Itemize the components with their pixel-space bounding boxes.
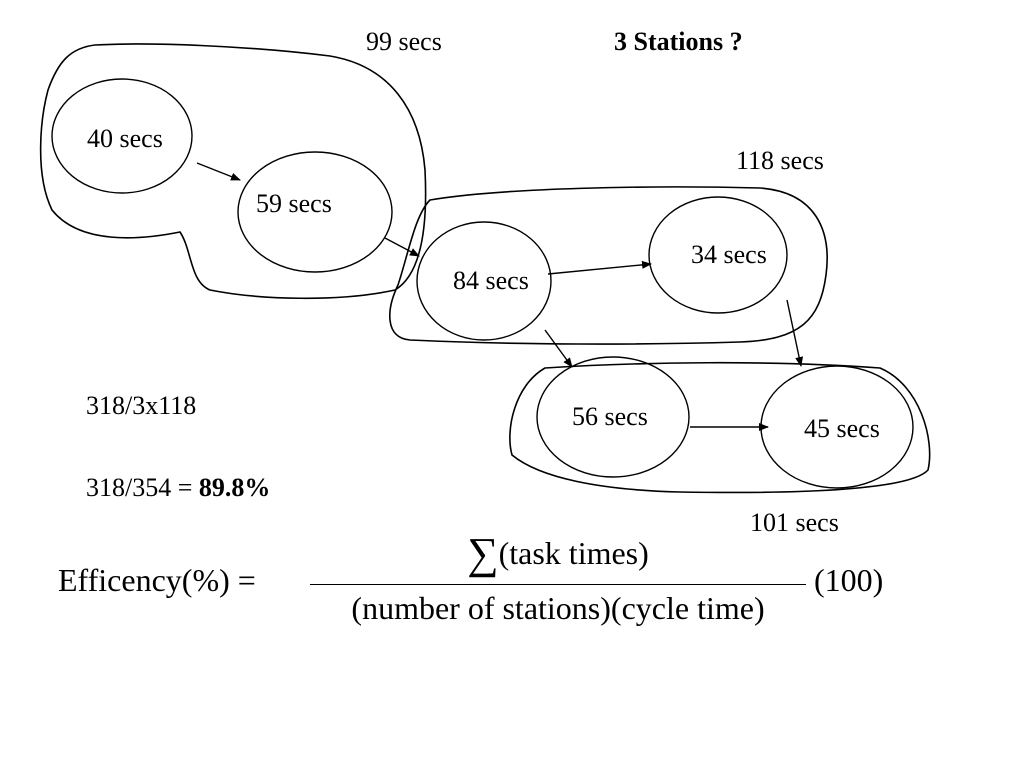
formula-numerator-text: (task times) [498,535,649,571]
calc-line-1: 318/3x118 [86,391,197,420]
arrow-40-to-59 [196,162,241,181]
task-node-34 [648,196,788,314]
station-2-zone [389,186,828,345]
fraction-bar [310,584,806,585]
task-node-59 [237,151,393,273]
formula-multiplier: (100) [814,562,884,598]
diagram-title: 3 Stations ? [614,27,743,56]
task-label-34: 34 secs [691,240,767,269]
calc-line-2-prefix: 318/354 = [86,473,199,502]
arrow-84-to-34 [547,260,652,275]
task-label-45: 45 secs [804,414,880,443]
arrow-59-to-84 [384,237,420,257]
efficiency-formula: Efficency(%) = ∑(task times) (number of … [58,528,898,638]
station-1-time-label: 99 secs [366,27,442,56]
task-label-56: 56 secs [572,402,648,431]
formula-numerator: ∑(task times) [310,528,806,579]
task-node-84 [416,221,552,341]
station-2-time-label: 118 secs [736,146,824,175]
sigma-symbol: ∑ [467,529,499,578]
formula-denominator: (number of stations)(cycle time) [351,590,765,626]
task-node-56 [536,356,690,478]
calc-line-2: 318/354 = 89.8% [86,473,270,503]
station-3-time-label: 101 secs [750,508,839,537]
station-1-zone [39,43,427,300]
task-label-59: 59 secs [256,189,332,218]
task-label-84: 84 secs [453,266,529,295]
task-label-40: 40 secs [87,124,163,153]
efficiency-result: 89.8% [198,473,271,502]
station-3-zone [509,361,931,494]
task-node-40 [51,78,193,194]
formula-fraction: ∑(task times) (number of stations)(cycle… [310,528,806,638]
formula-lhs: Efficency(%) = [58,562,256,598]
arrow-84-to-56 [544,329,573,368]
arrow-34-to-45 [786,299,804,367]
